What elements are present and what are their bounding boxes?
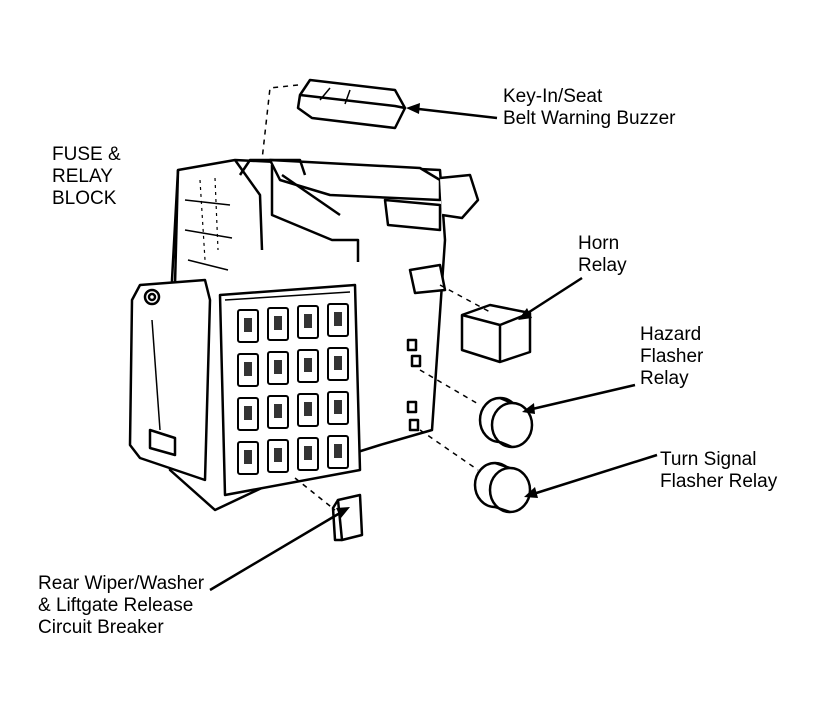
fuse-blade: [334, 356, 342, 370]
label-line: Relay: [640, 368, 689, 389]
rear-wiper-breaker-label: Rear Wiper/Washer & Liftgate Release Cir…: [38, 573, 204, 639]
label-line: BLOCK: [52, 188, 117, 209]
label-line: Hazard: [640, 324, 702, 345]
fuse-blade: [274, 316, 282, 330]
label-line: FUSE &: [52, 144, 121, 165]
fuse-blade: [244, 406, 252, 420]
label-line: & Liftgate Release: [38, 595, 194, 616]
alignment-lines: [261, 84, 491, 511]
label-line: Relay: [578, 255, 627, 276]
fuse-blade: [304, 402, 312, 416]
fuse-blade: [334, 312, 342, 326]
label-line: Flasher: [640, 346, 704, 367]
fuse-blade: [274, 448, 282, 462]
hazard-flasher-part: [478, 396, 534, 449]
fuse-blade: [274, 404, 282, 418]
key-in-buzzer-part: [296, 78, 407, 130]
fuse-blade: [334, 444, 342, 458]
horn-relay-part: [460, 303, 532, 364]
top-housing: [238, 158, 480, 262]
fuse-blade: [304, 358, 312, 372]
fuse-blade: [304, 314, 312, 328]
label-line: Key-In/Seat: [503, 86, 603, 107]
fuse-blade: [244, 318, 252, 332]
label-line: Turn Signal: [660, 449, 757, 470]
leader-lines: [209, 106, 658, 592]
label-line: Belt Warning Buzzer: [503, 108, 676, 129]
fuse-blade: [244, 450, 252, 464]
turn-signal-flasher-label: Turn Signal Flasher Relay: [660, 449, 777, 493]
fuse-relay-block-label: FUSE & RELAY BLOCK: [52, 144, 121, 210]
fuse-grid: [237, 303, 349, 475]
label-line: Flasher Relay: [660, 471, 778, 492]
horn-relay-label: Horn Relay: [578, 233, 627, 277]
relay-connectors: [406, 263, 447, 432]
fuse-blade: [304, 446, 312, 460]
key-in-buzzer-label: Key-In/Seat Belt Warning Buzzer: [503, 86, 675, 130]
label-line: Rear Wiper/Washer: [38, 573, 205, 594]
arrow-heads: [336, 103, 538, 518]
label-line: RELAY: [52, 166, 113, 187]
fuse-blade: [244, 362, 252, 376]
circuit-breaker-part: [331, 493, 364, 542]
label-line: Horn: [578, 233, 620, 254]
fuse-blade: [334, 400, 342, 414]
label-line: Circuit Breaker: [38, 617, 164, 638]
hazard-flasher-label: Hazard Flasher Relay: [640, 324, 703, 390]
turn-signal-flasher-part: [473, 461, 532, 514]
mounting-bracket: [128, 278, 212, 482]
fuse-blade: [274, 360, 282, 374]
